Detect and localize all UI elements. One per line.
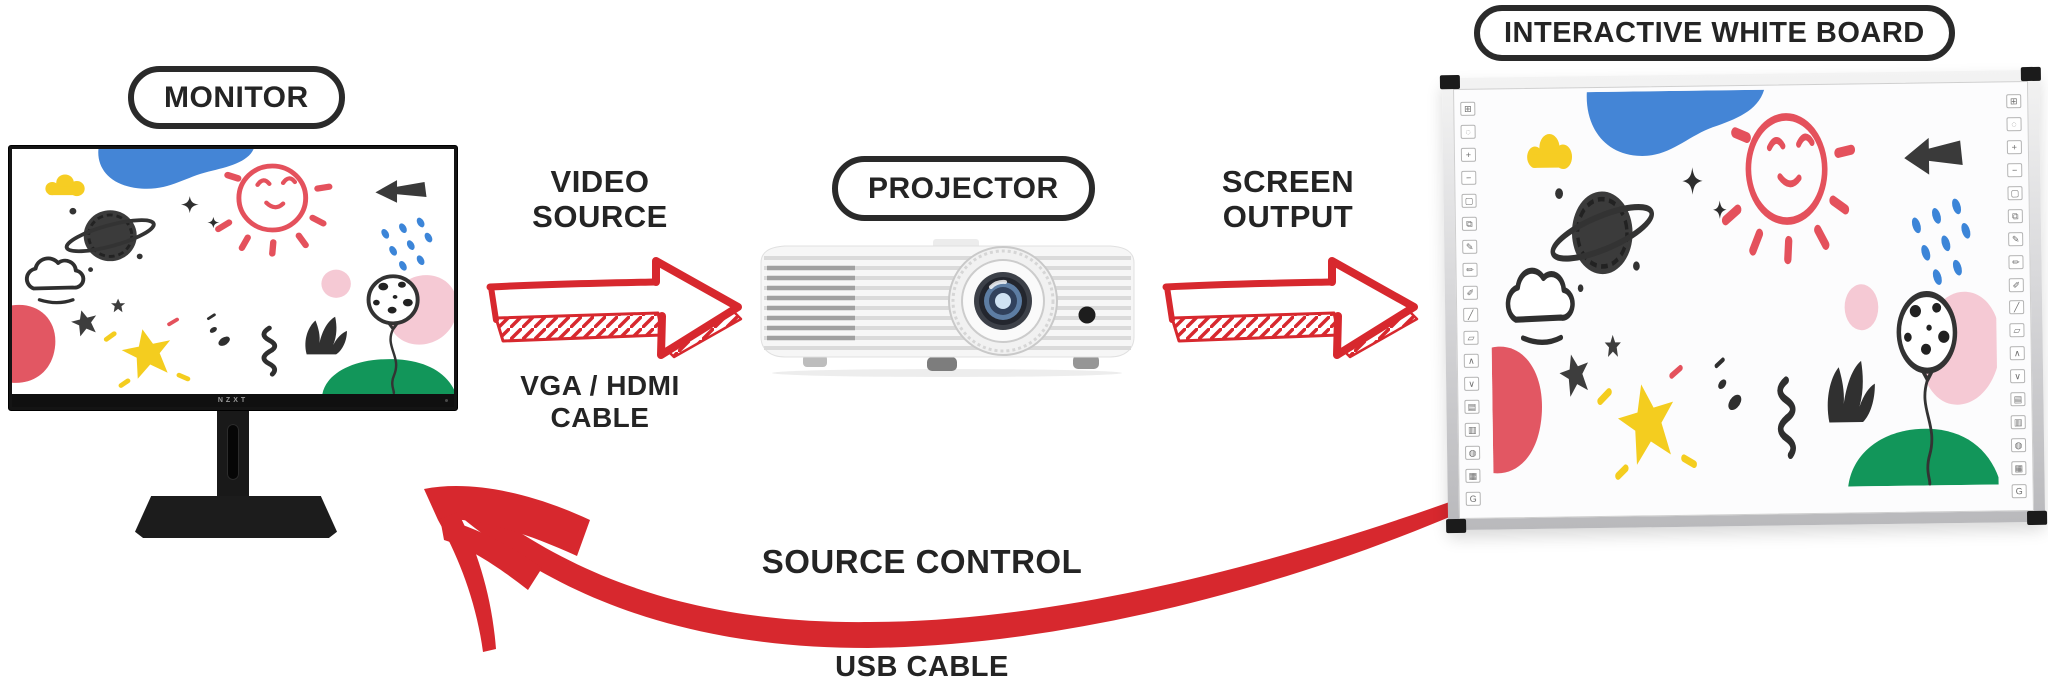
zoom-in-icon: + bbox=[1460, 147, 1477, 162]
eraser-icon: ▱ bbox=[1463, 331, 1479, 346]
whiteboard-artwork bbox=[1488, 86, 1999, 491]
new-page-icon: ▢ bbox=[2007, 185, 2023, 201]
pencil-icon: ✎ bbox=[1462, 239, 1478, 254]
pen-icon: ✐ bbox=[1462, 285, 1478, 300]
pen-icon: ✐ bbox=[2008, 277, 2024, 292]
board-corner-icon bbox=[1439, 74, 1461, 90]
monitor-brand-logo: NZXT bbox=[217, 397, 249, 404]
print-icon: ▦ bbox=[1465, 468, 1481, 483]
print-icon: ▦ bbox=[2011, 461, 2027, 476]
whiteboard-illustration: ⊞ ◌ + − ▢ ⧉ ✎ ✏ ✐ ╱ ▱ ∧ ∨ ▤ ▥ ◍ ▦ G ⊞ ◌ + − ▢ ⧉ ✎ ✏ ✐ ╱ ▱ ∧ ∨ ▤ ▥ ◍ ▦ G bbox=[1439, 66, 2048, 534]
board-corner-icon bbox=[2026, 510, 2048, 526]
page-down-icon: ∨ bbox=[1464, 376, 1480, 392]
zoom-out-icon: − bbox=[2007, 162, 2023, 178]
video-source-cable-label: VGA / HDMI CABLE bbox=[520, 370, 680, 434]
projector-ir-sensor-icon bbox=[1078, 306, 1096, 324]
screen-output-title: SCREEN OUTPUT bbox=[1221, 164, 1355, 235]
page-up-icon: ∧ bbox=[1463, 354, 1479, 369]
brush-icon: ╱ bbox=[1463, 308, 1479, 323]
select-icon: ◌ bbox=[1460, 124, 1476, 139]
source-control-cable-label: USB CABLE bbox=[835, 651, 1009, 683]
whiteboard-toolbar-right: ⊞ ◌ + − ▢ ⧉ ✎ ✏ ✐ ╱ ▱ ∧ ∨ ▤ ▥ ◍ ▦ G bbox=[2005, 94, 2028, 499]
save-icon: ▤ bbox=[2010, 392, 2026, 407]
monitor-screen: NZXT bbox=[8, 145, 458, 411]
highlighter-icon: ✏ bbox=[2008, 254, 2024, 269]
whiteboard-label: INTERACTIVE WHITE BOARD bbox=[1474, 5, 1955, 61]
power-led-icon bbox=[445, 399, 448, 402]
zoom-in-icon: + bbox=[2006, 139, 2022, 155]
save-icon: ▤ bbox=[1464, 399, 1480, 415]
zoom-out-icon: − bbox=[1461, 170, 1477, 185]
bell-icon: ◍ bbox=[1465, 445, 1481, 460]
projector-illustration bbox=[760, 239, 1135, 377]
start-icon: ⊞ bbox=[2006, 94, 2022, 109]
brand-g-icon: G bbox=[2011, 484, 2027, 499]
bell-icon: ◍ bbox=[2010, 438, 2027, 453]
monitor-screen-artwork bbox=[12, 149, 454, 394]
screen-output-arrow-icon bbox=[1162, 256, 1420, 362]
page-copy-icon: ⧉ bbox=[1461, 216, 1478, 231]
new-page-icon: ▢ bbox=[1461, 193, 1477, 208]
whiteboard-label-text: INTERACTIVE WHITE BOARD bbox=[1504, 16, 1925, 49]
whiteboard-toolbar-left: ⊞ ◌ + − ▢ ⧉ ✎ ✏ ✐ ╱ ▱ ∧ ∨ ▤ ▥ ◍ ▦ G bbox=[1459, 101, 1482, 506]
page-down-icon: ∨ bbox=[2009, 369, 2026, 384]
monitor-stand-base bbox=[135, 496, 337, 538]
eraser-icon: ▱ bbox=[2009, 323, 2025, 338]
pencil-icon: ✎ bbox=[2008, 231, 2024, 246]
monitor-stand-slot bbox=[227, 424, 239, 480]
select-icon: ◌ bbox=[2006, 117, 2022, 132]
video-source-title: VIDEO SOURCE bbox=[532, 164, 668, 235]
page-copy-icon: ⧉ bbox=[2007, 208, 2023, 223]
start-icon: ⊞ bbox=[1460, 101, 1476, 116]
whiteboard-surface: ⊞ ◌ + − ▢ ⧉ ✎ ✏ ✐ ╱ ▱ ∧ ∨ ▤ ▥ ◍ ▦ G ⊞ ◌ + − ▢ ⧉ ✎ ✏ ✐ ╱ ▱ ∧ ∨ ▤ ▥ ◍ ▦ G bbox=[1453, 81, 2034, 519]
video-source-arrow-icon bbox=[486, 256, 744, 362]
brush-icon: ╱ bbox=[2009, 300, 2025, 315]
monitor-stand-neck bbox=[217, 411, 249, 497]
monitor-bezel: NZXT bbox=[12, 394, 454, 407]
save-as-icon: ▥ bbox=[1464, 422, 1480, 438]
projector-lens-icon bbox=[948, 246, 1058, 356]
save-as-icon: ▥ bbox=[2010, 415, 2026, 430]
monitor-label-text: MONITOR bbox=[164, 80, 309, 114]
monitor-label: MONITOR bbox=[128, 66, 345, 129]
board-corner-icon bbox=[2020, 66, 2041, 82]
board-corner-icon bbox=[1446, 518, 1467, 534]
page-up-icon: ∧ bbox=[2009, 346, 2025, 361]
source-control-title: SOURCE CONTROL bbox=[761, 543, 1083, 580]
projector-label-text: PROJECTOR bbox=[868, 171, 1059, 205]
brand-g-icon: G bbox=[1465, 491, 1481, 506]
projector-label: PROJECTOR bbox=[832, 156, 1095, 221]
highlighter-icon: ✏ bbox=[1462, 262, 1478, 277]
